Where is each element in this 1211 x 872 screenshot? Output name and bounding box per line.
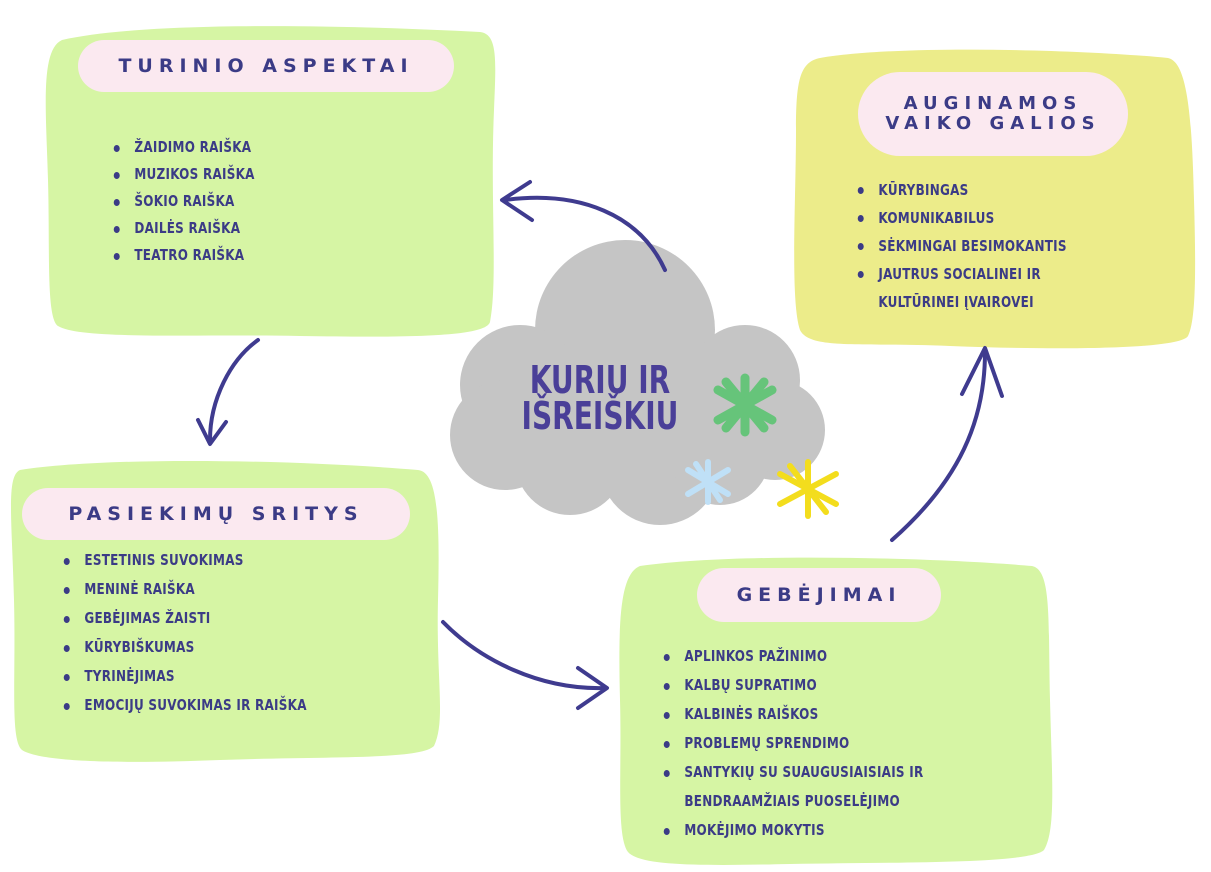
list-item: GEBĖJIMAS ŽAISTI — [62, 604, 307, 633]
list-item: PROBLEMŲ SPRENDIMO — [662, 729, 923, 758]
bullet-icon — [663, 740, 670, 748]
gebejimai-list: APLINKOS PAŽINIMO KALBŲ SUPRATIMO KALBIN… — [662, 642, 966, 845]
bullet-icon — [857, 243, 864, 250]
turinio-title-pill: TURINIO ASPEKTAI — [78, 40, 454, 92]
yellow-star-icon — [777, 459, 839, 519]
auginamos-title-line1: AUGINAMOS — [903, 93, 1083, 114]
pasiekimu-list: ESTETINIS SUVOKIMAS MENINĖ RAIŠKA GEBĖJI… — [62, 546, 347, 720]
list-item: ESTETINIS SUVOKIMAS — [62, 546, 307, 575]
list-item: JAUTRUS SOCIALINEI IR — [856, 260, 1067, 288]
arrow-to-pasiekimu — [208, 338, 260, 442]
arrow-head-pasiekimu — [196, 418, 228, 446]
list-item: MENINĖ RAIŠKA — [62, 575, 307, 604]
green-star-icon — [713, 373, 777, 437]
bullet-icon — [857, 187, 864, 194]
arrow-to-auginamos — [890, 350, 987, 542]
bullet-icon — [857, 271, 864, 278]
list-item: SĖKMINGAI BESIMOKANTIS — [856, 232, 1067, 260]
bullet-icon — [663, 827, 670, 835]
arrow-to-turinio — [503, 195, 667, 272]
bullet-icon — [113, 198, 120, 206]
bullet-icon — [113, 171, 120, 179]
bullet-icon — [663, 769, 670, 777]
list-item: KŪRYBIŠKUMAS — [62, 633, 307, 662]
gebejimai-box-shape — [619, 557, 1053, 865]
auginamos-title-line2: VAIKO GALIOS — [885, 113, 1101, 134]
list-item: KOMUNIKABILUS — [856, 204, 1067, 232]
turinio-title: TURINIO ASPEKTAI — [118, 55, 414, 77]
list-item: TYRINĖJIMAS — [62, 662, 307, 691]
list-item: BENDRAAMŽIAIS PUOSELĖJIMO — [684, 792, 901, 810]
bullet-icon — [63, 615, 70, 623]
arrow-head-auginamos — [960, 346, 1004, 398]
auginamos-list: KŪRYBINGAS KOMUNIKABILUS SĖKMINGAI BESIM… — [856, 176, 1101, 316]
list-item: EMOCIJŲ SUVOKIMAS IR RAIŠKA — [62, 691, 307, 720]
list-item: KALBŲ SUPRATIMO — [662, 671, 923, 700]
bullet-icon — [113, 225, 120, 233]
list-item: ŠOKIO RAIŠKA — [112, 188, 255, 215]
bullet-icon — [63, 644, 70, 652]
turinio-list: ŽAIDIMO RAIŠKA MUZIKOS RAIŠKA ŠOKIO RAIŠ… — [112, 134, 278, 269]
bullet-icon — [113, 252, 120, 260]
list-item: ŽAIDIMO RAIŠKA — [112, 134, 255, 161]
arrow-to-gebejimai — [441, 620, 607, 691]
arrow-head-gebejimai — [576, 666, 609, 710]
list-item: DAILĖS RAIŠKA — [112, 215, 255, 242]
pasiekimu-title-pill: PASIEKIMŲ SRITYS — [22, 488, 410, 540]
list-item: MUZIKOS RAIŠKA — [112, 161, 255, 188]
list-item: MOKĖJIMO MOKYTIS — [662, 816, 923, 845]
pasiekimu-title: PASIEKIMŲ SRITYS — [68, 503, 364, 525]
bullet-icon — [63, 586, 70, 594]
gebejimai-title-pill: GEBĖJIMAI — [697, 568, 941, 622]
bullet-icon — [663, 711, 670, 719]
list-item: KŪRYBINGAS — [856, 176, 1067, 204]
bullet-icon — [113, 144, 120, 152]
bullet-icon — [63, 702, 70, 710]
bullet-icon — [663, 653, 670, 661]
bullet-icon — [857, 215, 864, 222]
gebejimai-title: GEBĖJIMAI — [736, 584, 902, 606]
center-title: KURIU IR IŠREIŠKIU — [518, 358, 682, 438]
turinio-box-shape — [45, 26, 496, 337]
center-title-line1: KURIU IR — [529, 358, 671, 402]
center-title-line2: IŠREIŠKIU — [521, 394, 679, 438]
list-item: APLINKOS PAŽINIMO — [662, 642, 923, 671]
list-item: TEATRO RAIŠKA — [112, 242, 255, 269]
list-item: KALBINĖS RAIŠKOS — [662, 700, 923, 729]
list-item: KULTŪRINEI ĮVAIROVEI — [878, 293, 1034, 311]
list-item: SANTYKIŲ SU SUAUGUSIAISIAIS IR — [662, 758, 923, 787]
blue-star-icon — [685, 459, 731, 505]
arrow-head-turinio — [500, 180, 534, 222]
bullet-icon — [663, 682, 670, 690]
bullet-icon — [63, 673, 70, 681]
bullet-icon — [63, 557, 70, 565]
auginamos-title-pill: AUGINAMOS VAIKO GALIOS — [858, 72, 1128, 156]
